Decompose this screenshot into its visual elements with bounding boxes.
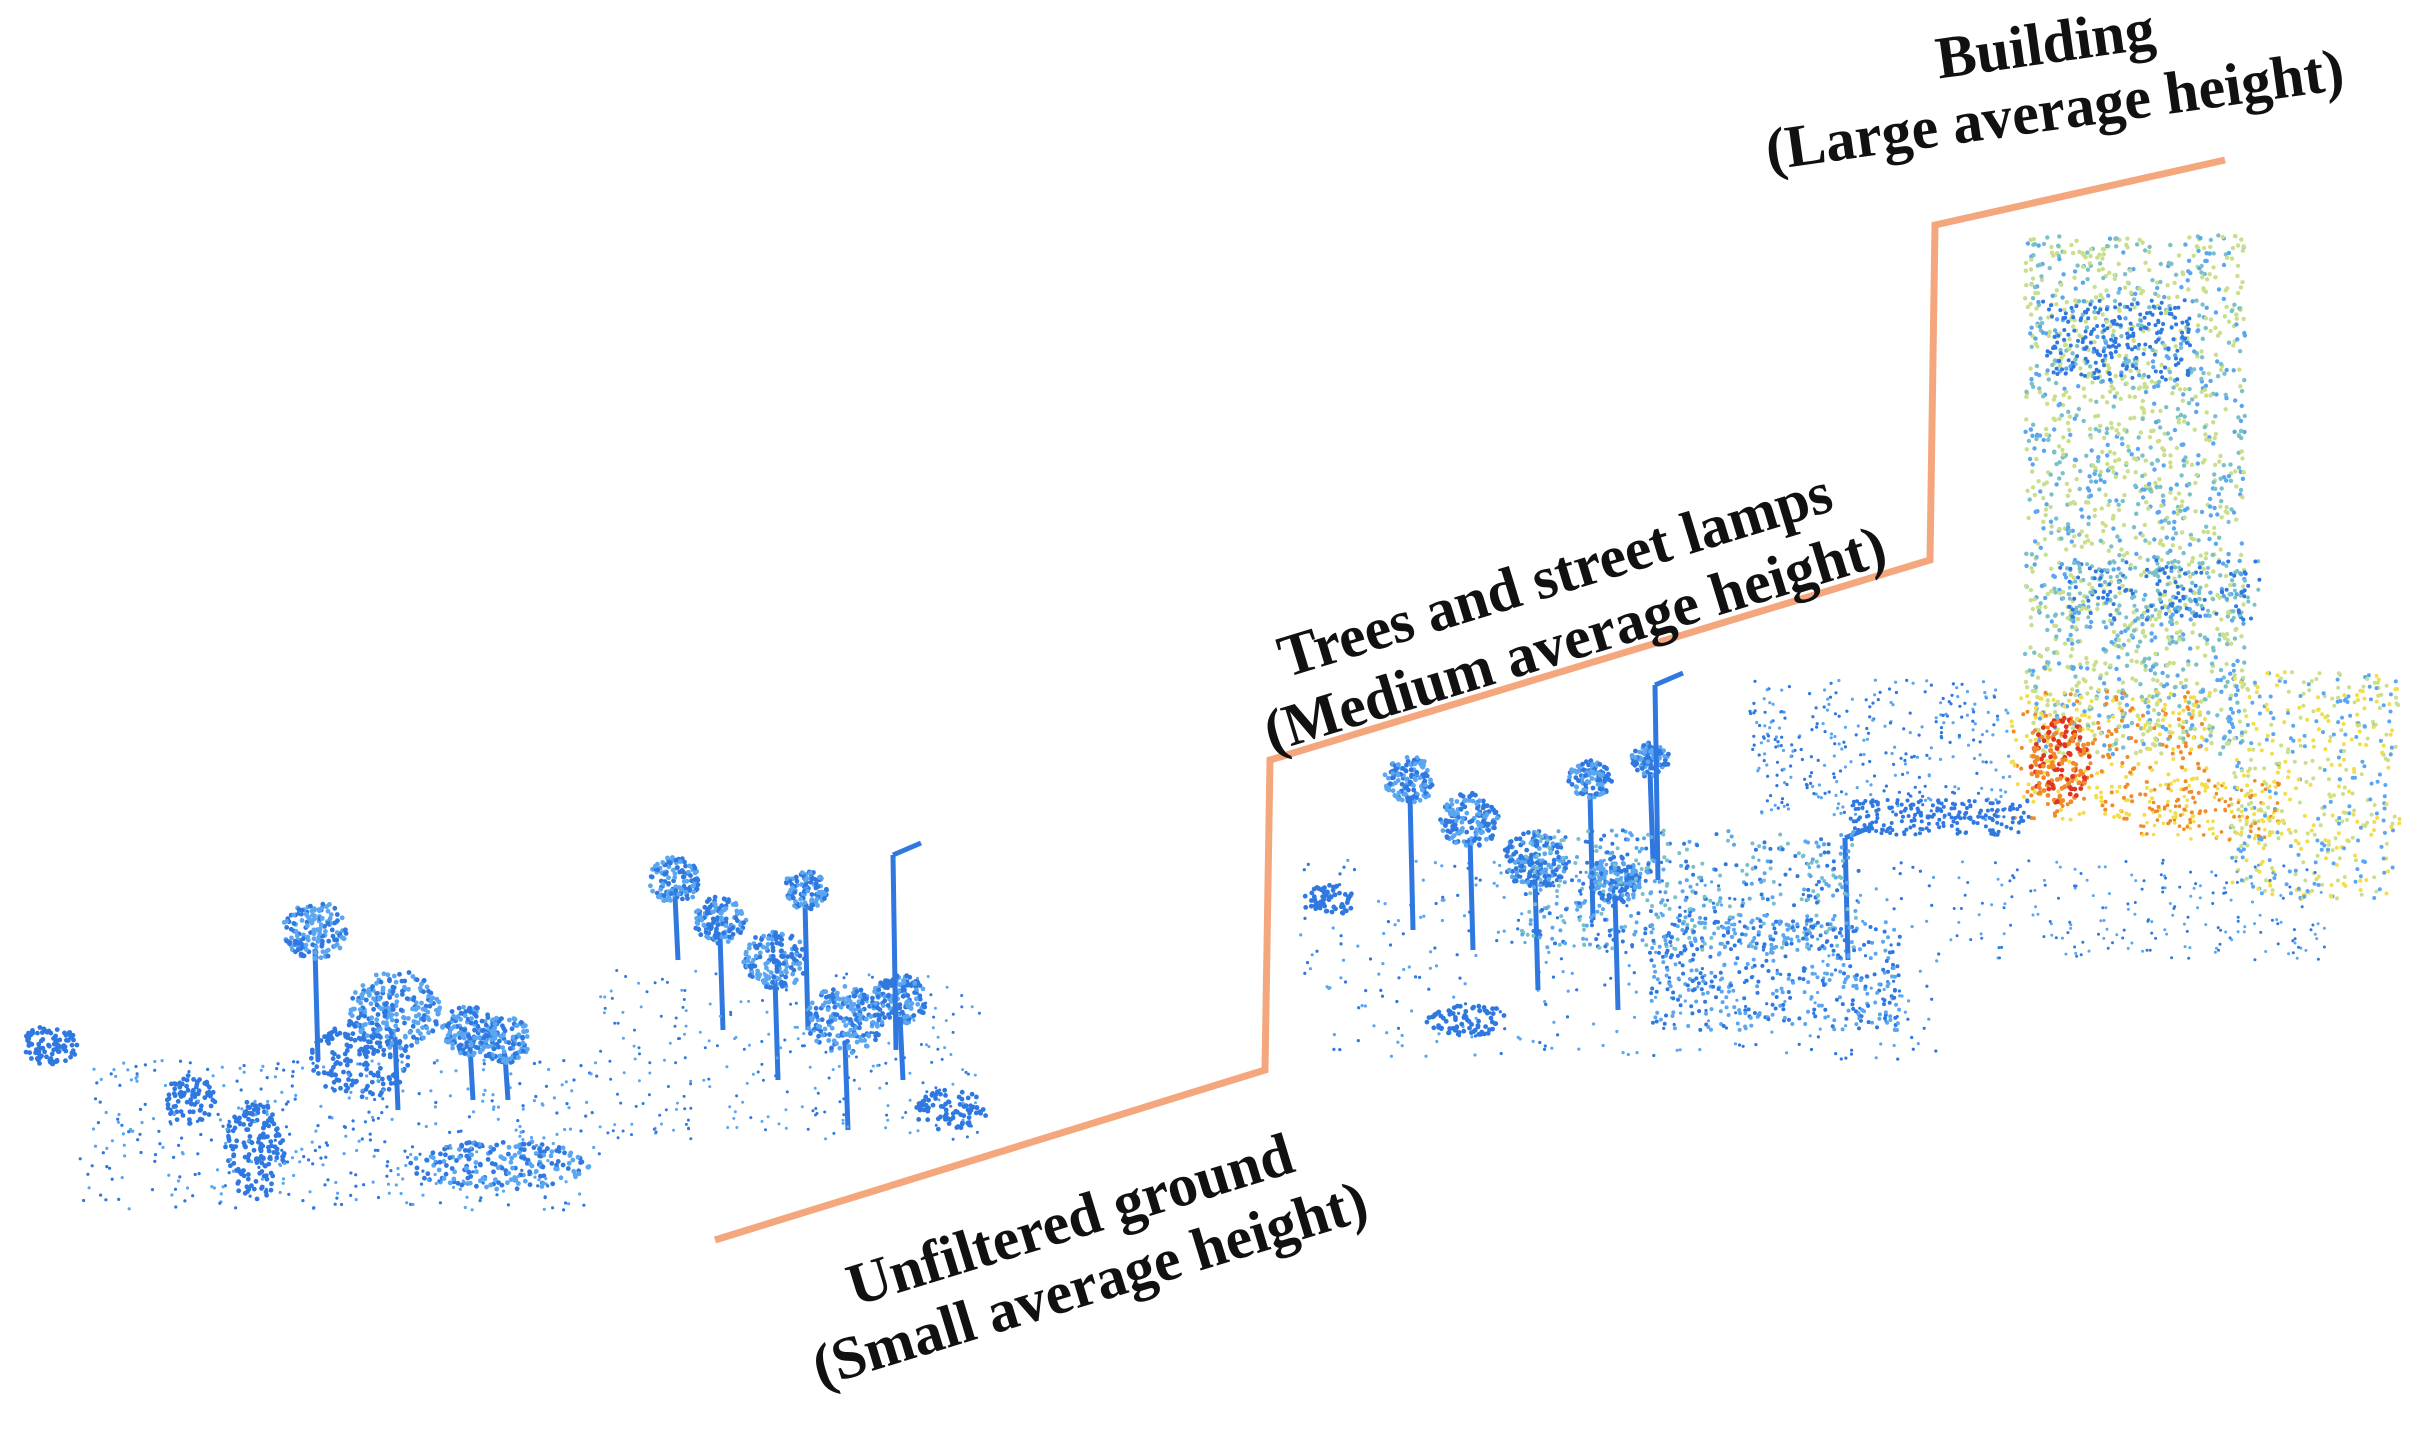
height-step-line <box>713 156 2226 1244</box>
point-clouds <box>23 233 2402 1212</box>
